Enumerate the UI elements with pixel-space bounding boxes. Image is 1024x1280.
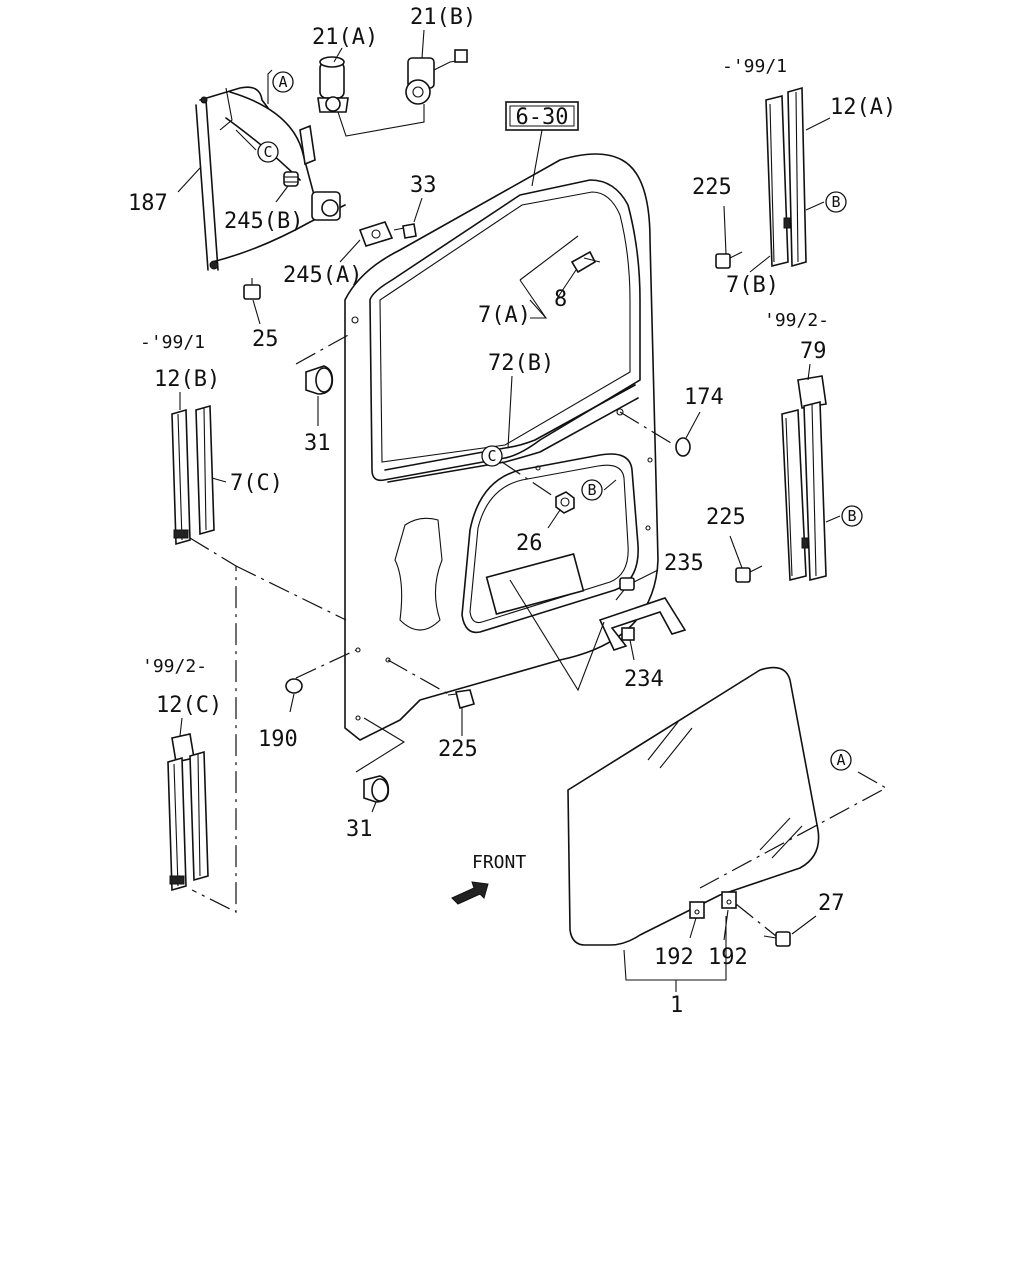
callout-12c: 12(C) — [156, 693, 222, 718]
callout-7c: 7(C) — [230, 471, 283, 496]
bolt-235 — [615, 577, 635, 601]
callout-27: 27 — [818, 891, 845, 916]
marker-b-run-79: B — [841, 505, 863, 527]
marker-b-door: B — [581, 479, 603, 501]
callout-7b: 7(B) — [726, 273, 779, 298]
callout-174: 174 — [684, 385, 724, 410]
svg-text:B: B — [587, 481, 596, 499]
callout-1: 1 — [670, 993, 683, 1018]
marker-b-run-12a: B — [825, 191, 847, 213]
callout-8: 8 — [554, 287, 567, 312]
svg-text:B: B — [831, 193, 840, 211]
svg-text:B: B — [847, 507, 856, 525]
bolt-225-r1 — [715, 251, 743, 269]
callout-234: 234 — [624, 667, 664, 692]
callout-33: 33 — [410, 173, 437, 198]
handle-234 — [598, 597, 687, 651]
reference-box: 6-30 — [505, 101, 579, 131]
note-upto-99-1-right: -'99/1 — [722, 56, 787, 77]
run-12c-assembly — [167, 733, 209, 892]
callout-26: 26 — [516, 531, 543, 556]
callout-225-r2: 225 — [706, 505, 746, 530]
callout-245a: 245(A) — [283, 263, 362, 288]
callout-21a: 21(A) — [312, 25, 378, 50]
callout-245b: 245(B) — [224, 209, 303, 234]
callout-79: 79 — [800, 339, 827, 364]
bolt-27 — [763, 931, 791, 947]
marker-a-glass: A — [830, 749, 852, 771]
door-panel — [344, 153, 659, 741]
callout-31-bottom: 31 — [346, 817, 373, 842]
bolt-225-r2 — [735, 565, 763, 583]
ref-box-label: 6-30 — [516, 105, 569, 130]
run-79-assembly — [781, 375, 827, 582]
callout-187: 187 — [128, 191, 168, 216]
callout-12b: 12(B) — [154, 367, 220, 392]
callout-72b: 72(B) — [488, 351, 554, 376]
nut-26 — [555, 491, 575, 514]
callout-235: 235 — [664, 551, 704, 576]
motor-21b — [405, 49, 468, 105]
stopper-31-top — [305, 365, 334, 395]
svg-text:A: A — [278, 73, 287, 91]
marker-c-regulator: C — [257, 141, 279, 163]
plug-174 — [675, 437, 691, 457]
bolt-25 — [243, 278, 261, 300]
clip-8 — [570, 250, 601, 274]
callout-192-right: 192 — [708, 945, 748, 970]
motor-21a — [317, 56, 349, 113]
door-glass — [567, 666, 820, 946]
note-from-99-2-right: '99/2- — [764, 310, 829, 331]
callout-labels: 21(A) 21(B) 187 245(B) 245(A) 33 25 31 3… — [128, 5, 896, 1018]
callout-31-top: 31 — [304, 431, 331, 456]
callout-190: 190 — [258, 727, 298, 752]
front-arrow-icon — [451, 881, 489, 905]
bolt-33 — [393, 223, 417, 239]
callout-225-r1: 225 — [692, 175, 732, 200]
marker-c-door: C — [481, 445, 503, 467]
callout-12a: 12(A) — [830, 95, 896, 120]
marker-a-top: A — [272, 71, 294, 93]
front-label: FRONT — [472, 852, 526, 873]
callout-21b: 21(B) — [410, 5, 476, 30]
callout-192-left: 192 — [654, 945, 694, 970]
window-regulator — [195, 86, 346, 271]
callout-25: 25 — [252, 327, 279, 352]
callout-7a: 7(A) — [478, 303, 531, 328]
svg-text:C: C — [487, 447, 496, 465]
note-from-99-2-left: '99/2- — [142, 656, 207, 677]
stopper-31-bottom — [363, 775, 390, 803]
bolt-225-mid — [447, 689, 475, 709]
run-12a-assembly — [765, 86, 807, 268]
plug-190 — [285, 678, 303, 694]
note-upto-99-1-left: -'99/1 — [140, 332, 205, 353]
svg-text:C: C — [263, 143, 272, 161]
callout-225-mid: 225 — [438, 737, 478, 762]
svg-text:A: A — [836, 751, 845, 769]
run-12b-assembly — [171, 404, 215, 546]
grommet-245b — [283, 171, 299, 187]
date-notes: -'99/1 '99/2- -'99/1 '99/2- — [140, 56, 829, 677]
bracket-245a — [358, 221, 394, 247]
leader-lines — [177, 29, 888, 992]
